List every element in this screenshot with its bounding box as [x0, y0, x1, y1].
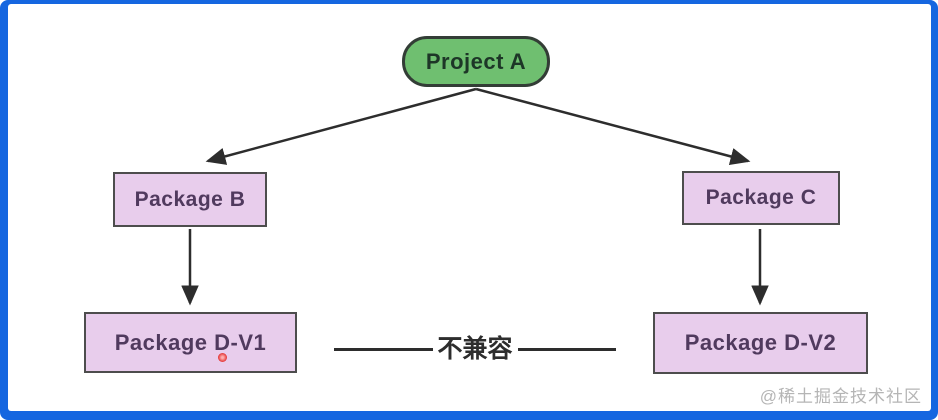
red-pointer-dot: [218, 353, 227, 362]
separator-line-right: [517, 347, 617, 351]
watermark: @稀土掘金技术社区: [759, 387, 922, 406]
incompatible-separator: 不兼容: [334, 334, 617, 363]
node-package-b: Package B: [113, 172, 267, 227]
node-package-c: Package C: [682, 171, 840, 225]
node-project-a: Project A: [402, 36, 550, 87]
node-package-d-v2: Package D-V2: [653, 312, 868, 374]
node-package-d-v1: Package D-V1: [84, 312, 297, 373]
separator-line-left: [334, 347, 433, 351]
separator-label: 不兼容: [437, 334, 513, 363]
